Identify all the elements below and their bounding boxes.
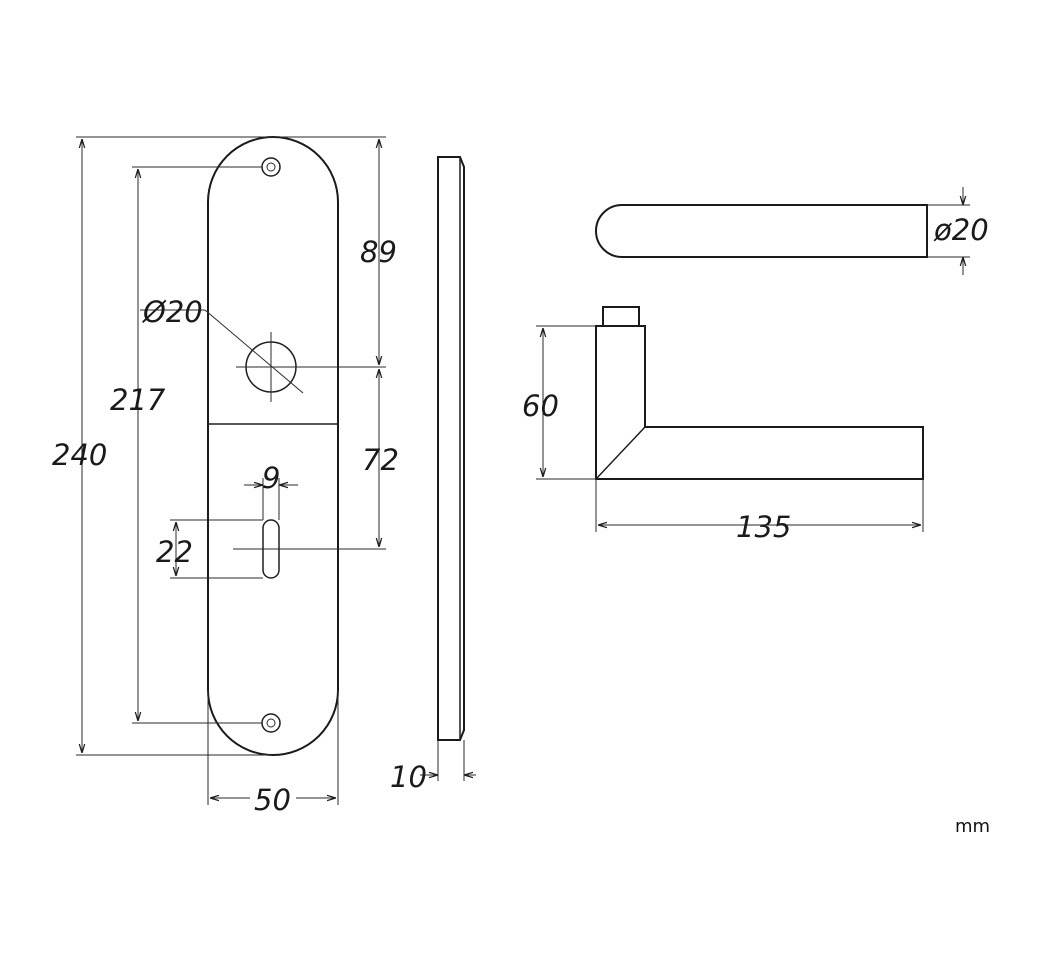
backplate-front-view bbox=[207, 136, 339, 756]
dim-lever-length: 135 bbox=[595, 479, 924, 544]
dim-60-label: 60 bbox=[522, 389, 559, 423]
dim-hole-span: 217 bbox=[110, 166, 262, 724]
dim-plate-thickness: 10 bbox=[390, 740, 476, 794]
dim-key-width: 9 bbox=[244, 461, 298, 520]
dim-240-label: 240 bbox=[52, 438, 107, 472]
bottom-mounting-hole bbox=[261, 713, 281, 733]
dim-22-label: 22 bbox=[156, 535, 193, 569]
dim-spindle-dia-label: Ø20 bbox=[142, 295, 203, 329]
dim-plate-width: 50 bbox=[207, 690, 339, 817]
top-mounting-hole bbox=[261, 157, 281, 177]
dim-50-label: 50 bbox=[254, 783, 291, 817]
spindle-hole bbox=[236, 332, 306, 402]
dim-9-label: 9 bbox=[262, 461, 280, 495]
key-slot bbox=[233, 519, 306, 579]
dim-135-label: 135 bbox=[736, 510, 791, 544]
units-label: mm bbox=[955, 816, 990, 837]
dim-10-label: 10 bbox=[390, 760, 427, 794]
dim-key-height: 22 bbox=[156, 519, 263, 579]
dim-spindle-diameter: Ø20 bbox=[140, 295, 304, 394]
backplate-outline bbox=[207, 136, 339, 756]
lever-side-view bbox=[595, 306, 924, 480]
dim-89-label: 89 bbox=[360, 235, 397, 269]
dim-217-label: 217 bbox=[110, 383, 166, 417]
dim-overall-height: 240 bbox=[52, 136, 272, 756]
lever-spindle-stub bbox=[602, 306, 640, 327]
lever-body bbox=[595, 325, 924, 480]
backplate-side-view bbox=[437, 156, 465, 741]
dim-top-to-spindle: 89 bbox=[272, 136, 397, 368]
dim-72-label: 72 bbox=[362, 443, 399, 477]
dim-grip-diameter: ø20 bbox=[927, 187, 989, 275]
dim-grip-dia-label: ø20 bbox=[933, 213, 989, 247]
dim-lever-height: 60 bbox=[522, 325, 596, 480]
dim-spindle-to-key: 72 bbox=[306, 369, 399, 550]
lever-top-view bbox=[595, 204, 928, 258]
